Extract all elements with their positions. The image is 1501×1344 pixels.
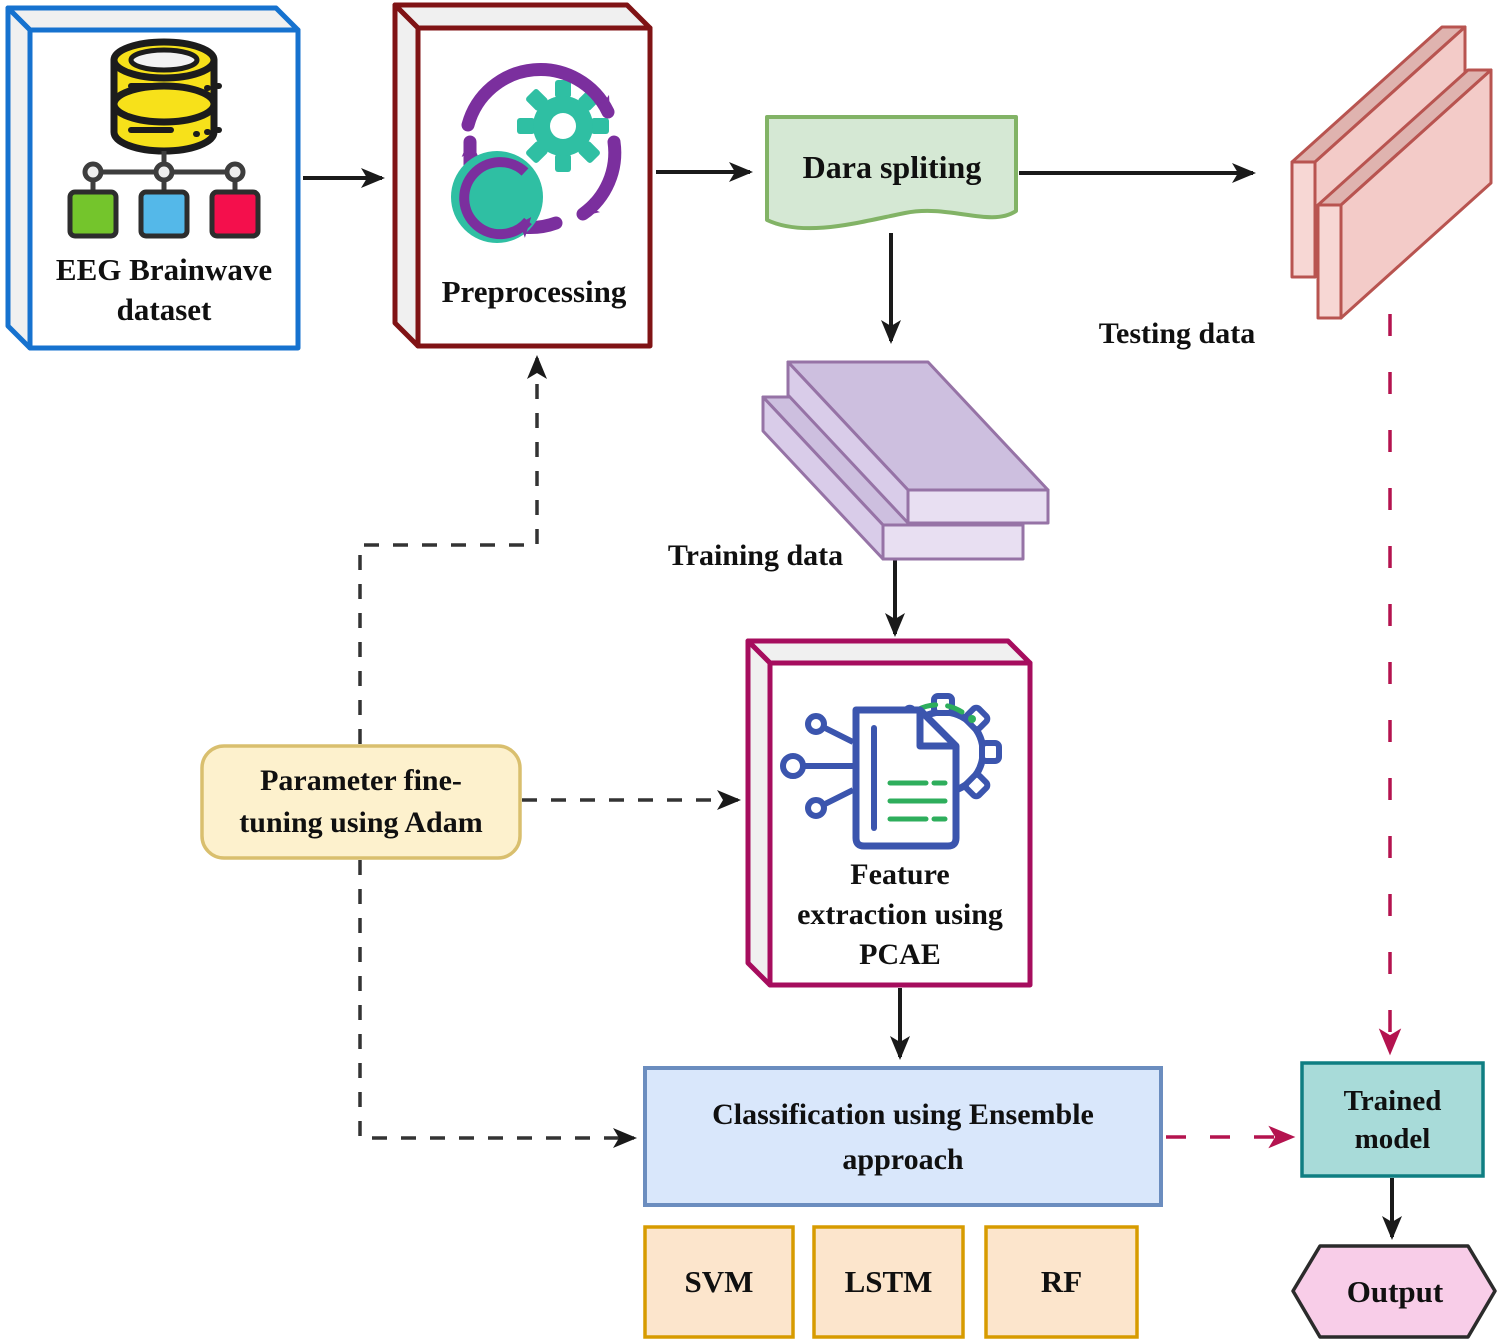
output-label: Output (1346, 1273, 1444, 1309)
edge-parameter-to-preprocessing-dashed (358, 355, 547, 744)
parameter-tuning-node (200, 744, 522, 860)
testing-data-slabs (1290, 25, 1493, 320)
preprocessing-label: Preprocessing (441, 274, 627, 309)
trained-model-label: Trained model (1343, 1084, 1442, 1155)
training-data-slabs (761, 360, 1050, 561)
rf-box-label: RF (1040, 1264, 1083, 1299)
database-tree-icon (67, 38, 261, 239)
document-gear-circuit-icon (780, 693, 1002, 850)
svm-box-label: SVM (684, 1264, 754, 1299)
model-boxes (643, 1225, 1139, 1339)
parameter-tuning-label: Parameter fine- tuning using Adam (239, 764, 483, 839)
training-data-label: Training data (667, 539, 844, 572)
edge-parameter-to-classification-dashed (358, 860, 637, 1148)
feature-extraction-label: Feature extraction using PCAE (797, 858, 1003, 971)
output-node (1291, 1244, 1497, 1339)
classification-node (643, 1066, 1163, 1207)
trained-model-node (1300, 1061, 1485, 1178)
data-splitting-node (765, 115, 1018, 231)
testing-data-label: Testing data (1098, 317, 1256, 350)
lstm-box-label: LSTM (844, 1264, 933, 1299)
eeg-dataset-label: EEG Brainwave dataset (55, 252, 273, 327)
classification-label: Classification using Ensemble approach (712, 1097, 1094, 1176)
sync-gear-icon (451, 63, 622, 243)
data-splitting-label: Dara spliting (802, 148, 982, 185)
